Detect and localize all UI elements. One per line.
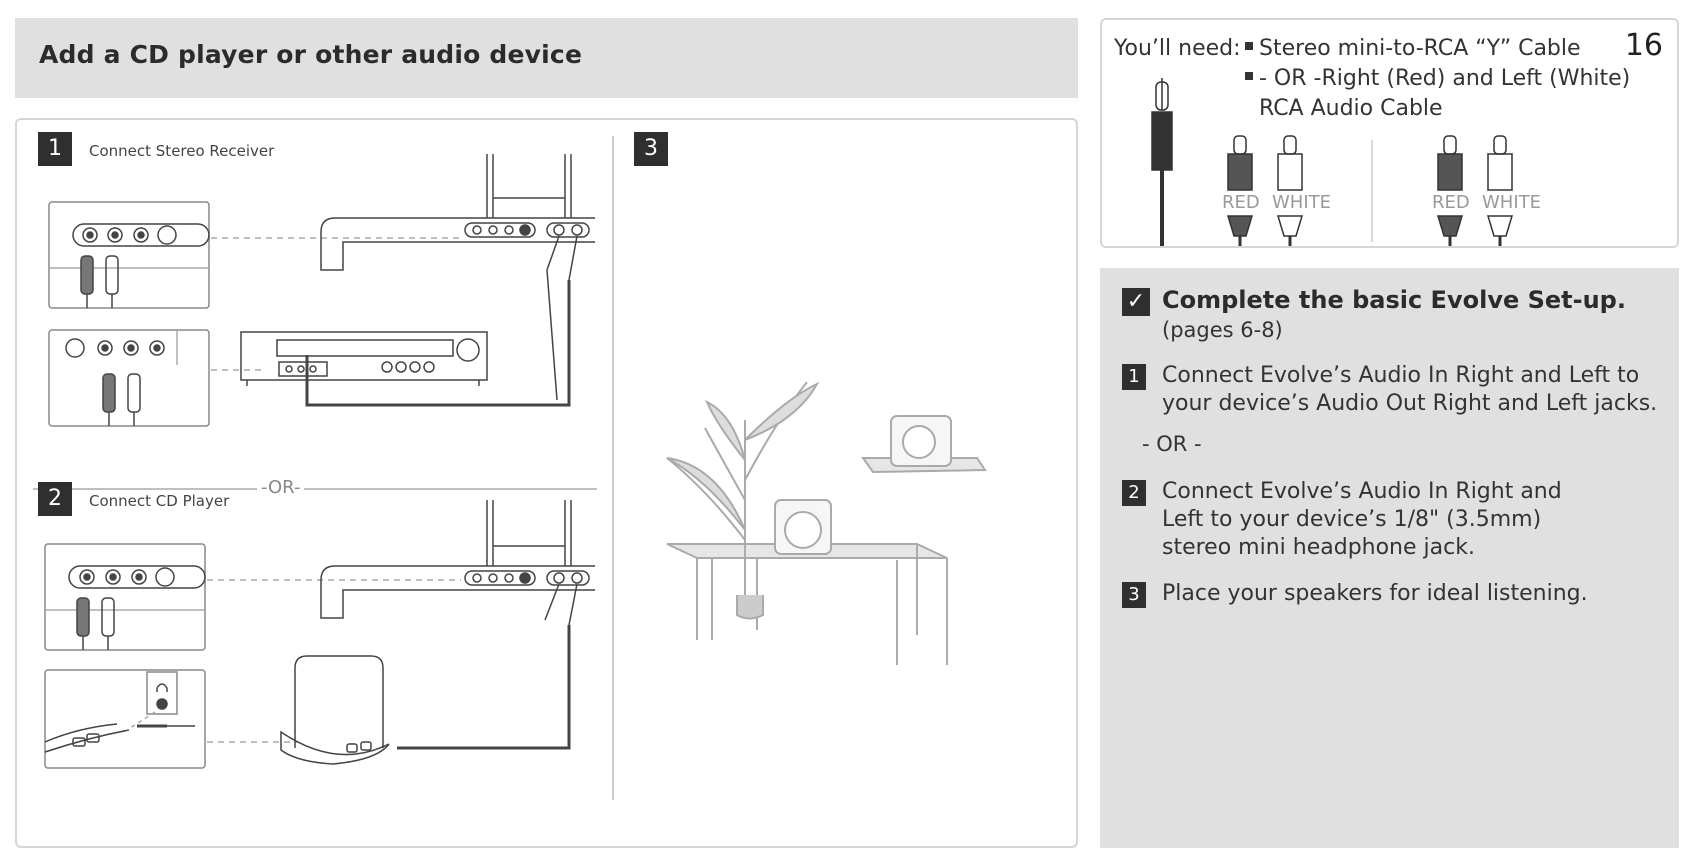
jack-1a — [82, 227, 98, 243]
instructions-panel: ✓ Complete the basic Evolve Set-up. (pag… — [1100, 268, 1679, 848]
evolve-unit-2 — [320, 565, 595, 619]
materials-needed-box: You’ll need: Stereo mini-to-RCA “Y” Cabl… — [1100, 18, 1679, 248]
rca-plug-group-2 — [1436, 135, 1514, 246]
stereo-receiver — [240, 331, 488, 381]
page-title: Add a CD player or other audio device — [39, 40, 583, 69]
headphone-icon — [156, 683, 168, 692]
title-bar: Add a CD player or other audio device — [15, 18, 1078, 98]
bullet-icon — [1245, 42, 1253, 50]
rca-plug-group-1 — [1226, 135, 1304, 246]
instruction-1-badge: 1 — [1122, 364, 1146, 390]
instruction-2-badge: 2 — [1122, 480, 1146, 506]
checklist-subtitle: (pages 6-8) — [1162, 318, 1283, 342]
jack-inset-1 — [48, 201, 210, 309]
receiver-jack-inset — [48, 329, 210, 427]
step-2-badge: 2 — [38, 482, 72, 516]
svideo-jack-2 — [65, 338, 85, 358]
instruction-3-text: Place your speakers for ideal listening. — [1162, 581, 1588, 606]
checklist-title: Complete the basic Evolve Set-up. — [1162, 286, 1626, 314]
rca-plug-red-1 — [80, 255, 94, 295]
rca-plug-white-1 — [105, 255, 119, 295]
jack-1b — [107, 227, 123, 243]
diagram-panel: 1 Connect Stereo Receiver -OR- 2 Connect… — [15, 118, 1078, 848]
jack-panel-1 — [72, 223, 210, 247]
instruction-or: - OR - — [1142, 432, 1202, 456]
instruction-2-text: Connect Evolve’s Audio In Right and Left… — [1162, 479, 1562, 560]
jack-inset-3 — [44, 543, 206, 651]
jack-1c — [133, 227, 149, 243]
cable-illustration — [1151, 78, 1514, 246]
bullet-icon — [1245, 72, 1253, 80]
headphone-inset — [44, 669, 206, 769]
or-divider-label: -OR- — [257, 477, 305, 498]
room-scene — [666, 381, 987, 665]
needs-item-2: - OR -Right (Red) and Left (White) — [1245, 66, 1630, 91]
step-1-caption: Connect Stereo Receiver — [89, 142, 275, 160]
svideo-jack-1 — [157, 225, 177, 245]
needs-item-1: Stereo mini-to-RCA “Y” Cable — [1245, 36, 1581, 61]
needs-label: You’ll need: — [1114, 36, 1241, 61]
step-3-badge: 3 — [634, 132, 668, 166]
plug-label-white-2: WHITE — [1482, 192, 1542, 213]
checkmark-icon: ✓ — [1122, 288, 1150, 316]
evolve-unit-1 — [320, 217, 595, 271]
plug-label-red-1: RED — [1222, 192, 1260, 213]
instruction-3-badge: 3 — [1122, 582, 1146, 608]
page-number: 16 — [1624, 28, 1663, 63]
connection-diagram — [33, 136, 987, 800]
plug-label-white-1: WHITE — [1272, 192, 1332, 213]
step-1-badge: 1 — [38, 132, 72, 166]
instruction-1-text: Connect Evolve’s Audio In Right and Left… — [1162, 363, 1658, 416]
cd-player — [294, 655, 384, 748]
step-2-caption: Connect CD Player — [89, 492, 230, 510]
needs-item-2-continuation: RCA Audio Cable — [1259, 96, 1443, 121]
plug-label-red-2: RED — [1432, 192, 1470, 213]
